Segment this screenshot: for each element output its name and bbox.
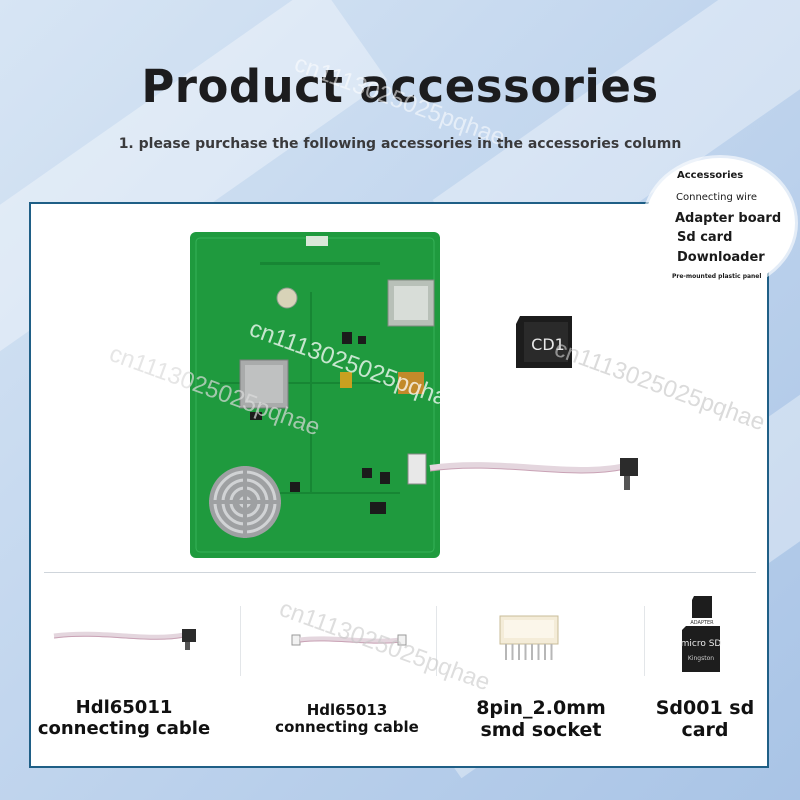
smd-socket-image [499,615,559,660]
connecting-cable-attached [429,458,638,490]
sd-card: CD1 [516,316,572,368]
accessory-item: Adapter board [675,211,782,226]
column-divider [240,606,241,676]
accessories-heading: Accessories [677,170,744,181]
speaker-grille [209,466,281,538]
panel-divider [44,572,756,573]
accessory-item: Pre-mounted plastic panel [672,273,762,280]
accessory-item: Connecting wire [676,192,757,203]
column-divider [436,606,437,676]
micro-sd-type-label: micro SD [681,639,722,649]
page-title: Product accessories [141,60,659,113]
micro-sd-brand-label: Kingston [688,655,714,662]
accessory-item: Downloader [677,250,765,265]
page-subtitle: 1. please purchase the following accesso… [118,136,682,152]
sd-card-label: CD1 [531,335,565,354]
pcb-board [190,232,440,558]
micro-sd-adapter-label: ADAPTER [690,620,714,626]
chip [239,359,289,409]
column-divider [644,606,645,676]
micro-sd-card-image: ADAPTER micro SD Kingston [681,596,722,672]
connector-top [387,279,435,327]
hdl65011-cable-image [53,629,196,650]
hdl65013-cable-image [291,634,407,646]
accessory-item: Sd card [677,230,733,245]
accessories-bubble: Accessories Connecting wire Adapter boar… [645,158,795,288]
